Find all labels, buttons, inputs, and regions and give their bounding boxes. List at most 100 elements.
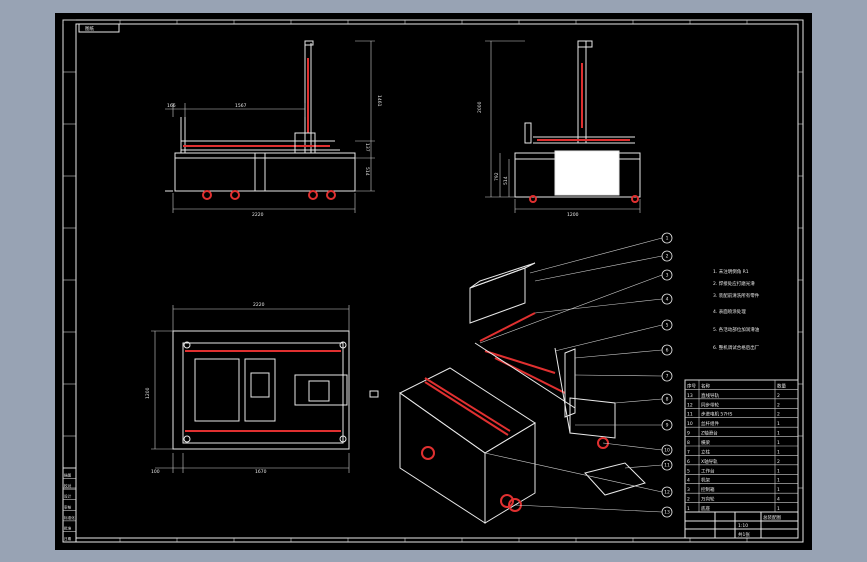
dim-plan-bottom: 1670 <box>255 469 267 475</box>
title-block-sheet: 共1张 <box>738 531 750 538</box>
bom-cell: 7 <box>687 449 690 455</box>
bom-cell: 万向轮 <box>701 496 715 503</box>
balloon-circle <box>661 344 673 356</box>
balloon-label: 5 <box>666 323 669 329</box>
bom-cell: 1 <box>777 449 780 455</box>
bom-cell: 立柱 <box>701 448 710 455</box>
front-view: 166 1567 2220 1461 137 514 <box>165 40 382 218</box>
bom-cell: 1 <box>687 506 690 512</box>
bom-cell: 控制箱 <box>701 486 715 493</box>
bom-cell: 同步带轮 <box>701 401 719 408</box>
balloon-circle <box>661 459 673 471</box>
dim-side-height-a: 792 <box>494 172 500 181</box>
drawing-viewport[interactable]: 图纸 1 6 6 1567 2220 1 4 <box>55 13 812 550</box>
balloon-label: 2 <box>666 254 669 260</box>
note-3: 3. 装配前清洗所有零件 <box>713 292 760 299</box>
balloon-circle <box>661 419 673 431</box>
balloon-label: 7 <box>666 374 669 380</box>
bom-cell: 机架 <box>701 477 710 484</box>
signature-label: 校对 <box>64 483 72 488</box>
balloon-label: 4 <box>666 297 669 303</box>
balloon-label: 13 <box>664 510 670 516</box>
dim-side-height-b: 514 <box>503 176 509 185</box>
note-6: 6. 整机调试合格后出厂 <box>713 344 760 351</box>
sheet-border: 图纸 <box>62 19 804 543</box>
dim-front-height-total: 1461 <box>376 95 382 107</box>
bom-cell: 13 <box>687 393 693 399</box>
balloon-label: 3 <box>666 273 669 279</box>
bom-cell: Z轴滑台 <box>701 430 718 437</box>
bom-cell: 工作台 <box>701 467 715 474</box>
bom-header-cell: 序号 <box>687 382 696 389</box>
bom-cell: 步进电机 57HS <box>701 411 733 418</box>
bom-cell: 5 <box>687 468 690 474</box>
isometric-view <box>369 262 646 524</box>
bom-cell: 6 <box>687 459 690 465</box>
balloon-label: 12 <box>664 490 670 496</box>
balloon-label: 10 <box>664 448 670 454</box>
balloon-circle <box>661 232 673 244</box>
bom-cell: X轴导轨 <box>701 458 718 465</box>
bom-cell: 2 <box>777 402 780 408</box>
bom-cell: 10 <box>687 421 693 427</box>
bom-cell: 1 <box>777 440 780 446</box>
side-view: 2000 792 514 1200 <box>477 40 641 218</box>
note-4: 4. 表面喷涂处理 <box>713 308 746 315</box>
bom-cell: 9 <box>687 431 690 437</box>
bom-cell: 底座 <box>701 505 710 512</box>
title-tab-text: 图纸 <box>85 25 94 32</box>
bom-cell: 直线导轨 <box>701 392 719 399</box>
bom-cell: 2 <box>777 459 780 465</box>
balloon-label: 8 <box>666 397 669 403</box>
dim-plan-width: 2220 <box>253 302 265 308</box>
balloon-label: 6 <box>666 348 669 354</box>
technical-notes: 1. 未注明倒角 R1 2. 焊接处应打磨光滑 3. 装配前清洗所有零件 4. … <box>713 268 760 351</box>
balloon-circle <box>661 293 673 305</box>
signature-label: 批准 <box>64 525 72 530</box>
bom-cell: 1 <box>777 468 780 474</box>
note-2: 2. 焊接处应打磨光滑 <box>713 280 755 287</box>
title-block-name: 总装配图 <box>763 514 781 521</box>
signature-label: 审核 <box>64 504 72 509</box>
balloon-circle <box>661 486 673 498</box>
bom-cell: 4 <box>687 478 690 484</box>
balloon-circle <box>661 506 673 518</box>
bom-cell: 1 <box>777 506 780 512</box>
dim-front-width: 2220 <box>252 212 264 218</box>
balloon-label: 1 <box>666 236 669 242</box>
balloon-circle <box>661 269 673 281</box>
note-1: 1. 未注明倒角 R1 <box>713 268 749 275</box>
bom-cell: 4 <box>777 497 780 503</box>
bom-cell: 1 <box>777 431 780 437</box>
signature-label: 设计 <box>64 494 72 499</box>
dim-side-width: 1200 <box>567 212 579 218</box>
balloon-label: 11 <box>664 463 670 469</box>
dim-plan-bottom-small: 100 <box>151 469 160 475</box>
bom-header-cell: 名称 <box>701 382 710 389</box>
bom-cell: 2 <box>687 497 690 503</box>
balloon-circle <box>661 370 673 382</box>
plan-view: 2220 1200 100 1670 <box>145 302 350 475</box>
bom-header-cell: 数量 <box>777 382 786 389</box>
balloon-circle <box>661 444 673 456</box>
signature-label: 日期 <box>64 536 72 541</box>
bom-cell: 3 <box>687 487 690 493</box>
dim-front-span: 1567 <box>235 103 247 109</box>
bom-cell: 1 <box>777 487 780 493</box>
bom-cell: 1 <box>777 421 780 427</box>
signature-label: 标准化 <box>64 515 75 520</box>
balloon-circle <box>661 319 673 331</box>
bom-cell: 丝杆组件 <box>701 420 719 427</box>
bom-cell: 1 <box>777 478 780 484</box>
bom-cell: 11 <box>687 412 693 418</box>
bom-cell: 12 <box>687 402 693 408</box>
bom-cell: 2 <box>777 393 780 399</box>
signature-label: 描图 <box>64 473 72 478</box>
balloon-circle <box>661 250 673 262</box>
bom-cell: 横梁 <box>701 439 710 446</box>
bom-cell: 2 <box>777 412 780 418</box>
cad-drawing: 图纸 1 6 6 1567 2220 1 4 <box>62 19 804 543</box>
